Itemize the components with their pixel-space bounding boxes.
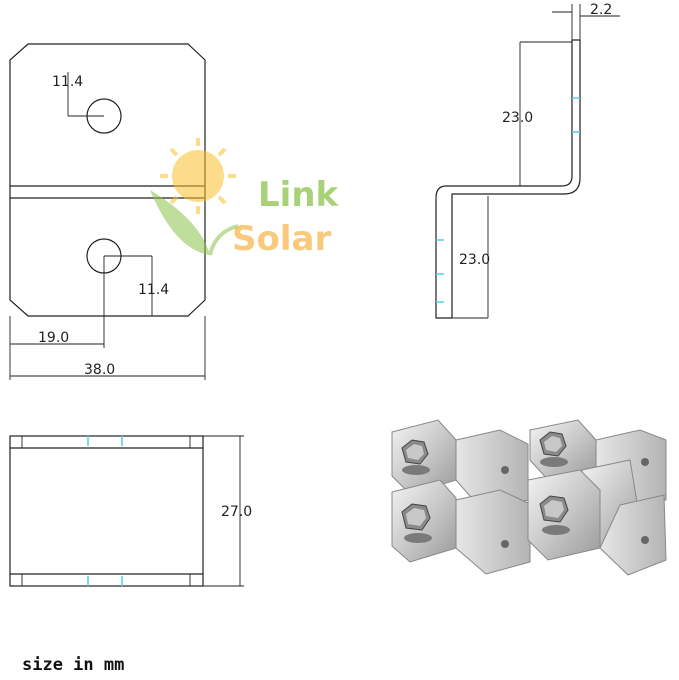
front-view: 27.0 [9,435,252,587]
dim-thickness: 2.2 [590,2,612,18]
bolt-1 [401,439,430,475]
bracket-photo-icon [391,419,667,576]
sun-leaf-icon [150,138,239,256]
dim-width: 38.0 [84,362,115,378]
units-note: size in mm [22,655,124,675]
front-view-outline [9,435,204,587]
side-profile-outer [451,40,581,318]
dim-hole-top: 11.4 [52,74,83,90]
dim-lower-height: 23.0 [459,252,490,268]
logo-line-1: Link [258,175,340,215]
bolt-4 [539,495,570,535]
logo-line-2: Solar [232,219,331,259]
dim-hole-bottom: 11.4 [138,282,169,298]
side-profile-inner [435,40,573,319]
bolt-3 [401,503,432,543]
logo-watermark: Link Solar [150,138,340,259]
dim-front-height: 27.0 [221,504,252,520]
dim-half-width: 19.0 [38,330,69,346]
side-view: 2.2 23.0 23.0 [435,2,620,319]
dim-upper-height: 23.0 [502,110,533,126]
top-view: 11.4 11.4 19.0 38.0 [9,43,206,380]
bolt-2 [539,431,568,467]
top-view-outline [9,43,206,317]
